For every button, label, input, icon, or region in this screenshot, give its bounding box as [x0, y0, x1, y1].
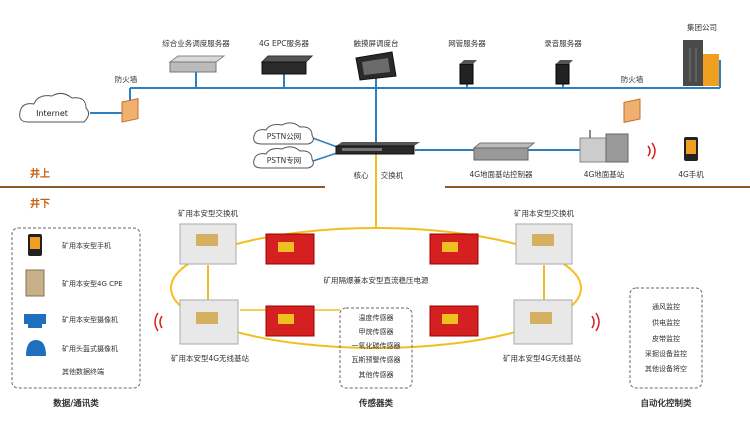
pstn-private-cloud [253, 146, 314, 169]
mobile-phone-icon [684, 137, 698, 161]
bs-controller-label: 4G地面基站控制器 [469, 169, 533, 179]
internet-cloud [19, 92, 90, 123]
touch-console-label: 触摸屏调度台 [354, 38, 399, 48]
devices-item-2: 矿用本安型摄像机 [62, 315, 118, 324]
automation-item-0: 通风监控 [652, 302, 680, 311]
power-supply-bottom-left-icon [265, 305, 315, 337]
mining-bs-left-icon [179, 299, 239, 345]
firewall-right-label: 防火墙 [621, 74, 644, 84]
switch-right-label: 矿用本安型交换机 [514, 208, 574, 218]
devices-item-4: 其他数据终端 [62, 367, 104, 376]
switch-label: 交换机 [381, 170, 404, 180]
automation-item-1: 供电监控 [652, 318, 680, 327]
automation-item-2: 皮带监控 [652, 334, 680, 343]
automation-item-4: 其他设备将空 [645, 364, 687, 373]
automation-panel-box [629, 287, 703, 389]
netmgmt-server-label: 网管服务器 [448, 38, 486, 48]
sensors-item-4: 其他传感器 [359, 370, 394, 379]
devices-item-1: 矿用本安型4G CPE [62, 279, 123, 288]
pstn-private-label: PSTN专网 [267, 155, 301, 165]
mining-switch-right-icon [515, 223, 573, 265]
epc-server-label: 4G EPC服务器 [259, 38, 309, 48]
office-building-icon [683, 40, 719, 86]
sensors-item-1: 甲烷传感器 [359, 327, 394, 336]
surface-section-label: 井上 [30, 167, 50, 180]
pstn-private-link [309, 151, 341, 163]
ground-bs-label: 4G地面基站 [584, 169, 625, 179]
devices-item-3: 矿用头盔式摄像机 [62, 344, 118, 353]
epc-server-icon [260, 55, 314, 75]
core-label: 核心 [354, 170, 369, 180]
ground-bs-icon [579, 130, 629, 163]
firewall-left-icon [121, 98, 139, 123]
device-camera-icon [24, 314, 46, 328]
power-supply-label: 矿用隔爆兼本安型直流稳压电源 [324, 275, 429, 285]
power-supply-top-left-icon [265, 233, 315, 265]
touch-console-icon [355, 51, 397, 81]
dispatch-server-label: 综合业务调度服务器 [162, 38, 230, 48]
underground-ring [170, 227, 582, 349]
bs-controller-icon [472, 142, 536, 161]
recording-server-icon [555, 60, 573, 85]
power-supply-bottom-right-icon [429, 305, 479, 337]
firewall-right-icon [623, 98, 641, 123]
core-switch-icon [335, 142, 420, 155]
netmgmt-server-icon [459, 60, 477, 85]
devices-item-0: 矿用本安型手机 [62, 241, 111, 250]
bs-left-label: 矿用本安型4G无线基站 [171, 353, 250, 363]
automation-panel-title: 自动化控制类 [640, 398, 692, 409]
sensors-panel-box [339, 307, 413, 389]
pstn-public-cloud [253, 122, 314, 145]
device-cpe-icon [25, 269, 45, 297]
device-phone-icon [28, 234, 42, 256]
wifi-icon-left [154, 312, 163, 332]
sensors-item-2: 一氧化碳传感器 [352, 341, 401, 350]
wifi-icon-right [591, 312, 600, 332]
group-company-label: 集团公司 [687, 22, 717, 32]
recording-server-label: 录音服务器 [544, 38, 582, 48]
firewall-left-label: 防火墙 [115, 74, 138, 84]
device-helmet-camera-icon [26, 340, 46, 356]
internet-label: Internet [36, 109, 68, 118]
dispatch-server-icon [168, 55, 226, 73]
sensors-item-0: 温度传感器 [359, 313, 394, 322]
automation-item-3: 采掘设备监控 [645, 349, 687, 358]
sensors-item-3: 瓦斯预警传感器 [352, 355, 401, 364]
sensors-panel-title: 传感器类 [358, 398, 394, 409]
switch-left-label: 矿用本安型交换机 [178, 208, 238, 218]
underground-section-label: 井下 [30, 197, 50, 210]
bs-right-label: 矿用本安型4G无线基站 [503, 353, 582, 363]
wifi-icon-surface [647, 142, 656, 160]
power-supply-top-right-icon [429, 233, 479, 265]
phone-label: 4G手机 [678, 169, 704, 179]
devices-panel-box [11, 227, 141, 389]
pstn-public-label: PSTN公网 [267, 132, 301, 141]
mining-switch-left-icon [179, 223, 237, 265]
mining-bs-right-icon [513, 299, 573, 345]
devices-panel-title: 数据/通讯类 [53, 398, 99, 409]
pstn-public-link [309, 136, 341, 149]
